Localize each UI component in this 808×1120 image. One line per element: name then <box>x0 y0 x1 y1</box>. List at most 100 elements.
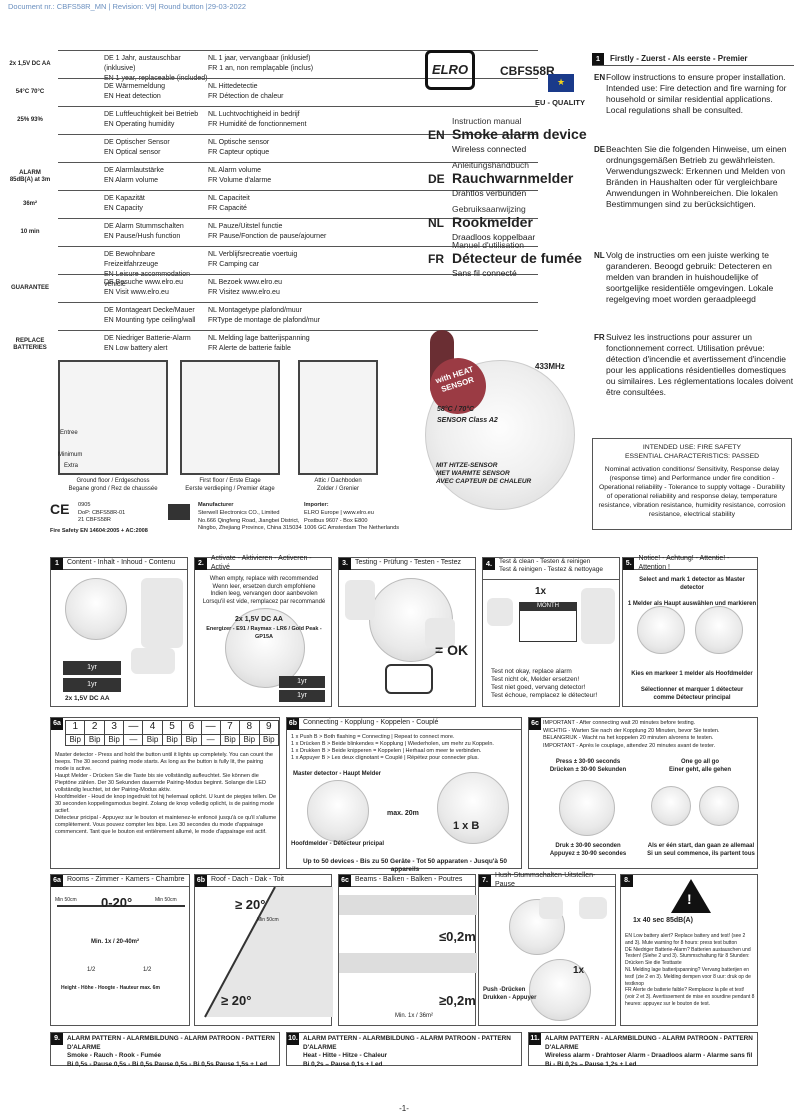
beep-label: Bip <box>142 734 163 746</box>
connecting-lines: 1 x Push B > Both flashing = Connecting … <box>291 734 494 761</box>
alarm-image <box>559 780 615 836</box>
slave-alarm-image <box>695 606 743 654</box>
beep-count: 6 <box>181 720 202 735</box>
roof-angle-bottom: ≥ 20° <box>221 993 252 1008</box>
beams-title: Beams - Balken - Balken - Poutres <box>355 876 463 884</box>
heat-pattern-text: ALARM PATTERN - ALARMBILDUNG - ALARM PAT… <box>303 1035 511 1068</box>
alarm-pattern-heat: 10.ALARM PATTERN - ALARMBILDUNG - ALARM … <box>286 1032 522 1068</box>
spec-icon: ALARM 85dB(A) at 3m <box>9 169 51 184</box>
ce-mark-icon: CE <box>50 501 70 517</box>
hush-press-label: Push -Drücken Drukken - Appuyer <box>483 987 537 1001</box>
heat-sensor-lines: MIT HITZE-SENSOR MET WARMTE SENSOR AVEC … <box>436 462 532 485</box>
press-seconds-2: Druk ± 30-90 seconden Appuyez ± 30-90 se… <box>549 843 627 857</box>
slave-label: Hoofdmelder - Détecteur pricipal <box>291 841 385 847</box>
testing-title: Testing - Prüfung - Testen - Testez <box>355 559 461 567</box>
smoke-pattern-text: ALARM PATTERN - ALARMBILDUNG - ALARM PAT… <box>67 1035 275 1068</box>
activate-title: Activate - Aktivieren - Activeren - Acti… <box>210 554 312 571</box>
test-clean-notes: Test not okay, replace alarm Test nicht … <box>491 668 598 699</box>
half-right: 1/2 <box>143 967 152 973</box>
beep-count: 8 <box>239 720 260 735</box>
sensor-class-label: SENSOR Class A2 <box>437 417 498 424</box>
height-label: Height - Höhe - Hoogte - Hauteur max. 6m <box>61 985 160 991</box>
beep-label: Bip <box>219 734 241 746</box>
ground-floor-plan <box>58 360 168 475</box>
low-battery-text: EN Low battery alert? Replace battery an… <box>625 933 755 1007</box>
roof-diagram <box>204 887 333 1018</box>
spec-icon: 25% 93% <box>17 117 43 124</box>
notice-bottom: Kies en markeer 1 melder als Hoofdmelder… <box>631 671 753 701</box>
beep-label: Bip <box>161 734 183 746</box>
battery-type: 2x 1,5V DC AA <box>65 695 110 702</box>
hush-title: Hush-Stummschalten-Uitstellen-Pause <box>494 871 596 888</box>
spec-icon <box>8 249 52 273</box>
legend-extra: Extra <box>64 463 79 469</box>
alarm-image <box>65 578 127 640</box>
beam-area: Min. 1x / 36m² <box>395 1013 434 1019</box>
beam-top <box>339 895 477 915</box>
hush-once-label: 1x <box>573 965 585 976</box>
document-header: Document nr.: CBFS58R_MN | Revision: V9|… <box>8 2 247 11</box>
ear-icon <box>425 618 455 648</box>
spec-icon: 2x 1,5V DC AA <box>9 61 51 68</box>
ok-label: = OK <box>435 642 469 658</box>
beep-count: 3 <box>103 720 125 735</box>
beep-count: 1 <box>64 720 86 735</box>
beam-distance-small: ≤0,2m <box>439 929 476 944</box>
legend-entree: Entree <box>60 430 78 436</box>
roof-min-distance: Min 50cm <box>257 917 279 923</box>
pairing-text: Master detector - Press and hold the but… <box>55 752 277 835</box>
first-floor-plan <box>180 360 280 475</box>
screws-image <box>131 648 175 674</box>
spec-icon: 54°C 70°C <box>15 89 45 96</box>
battery-1: 1yr <box>279 676 325 688</box>
beep-label: — <box>123 734 144 746</box>
roof-angle-top: ≥ 20° <box>235 897 266 912</box>
page-number: -1- <box>399 1104 409 1113</box>
press-b-label: 1 x B <box>453 820 480 832</box>
beep-count: — <box>123 720 144 735</box>
beep-count: 4 <box>142 720 163 735</box>
distance-label: max. 20m <box>387 810 419 817</box>
intended-use-line2: ESSENTIAL CHARACTERISTICS: PASSED <box>624 453 760 460</box>
min-distance-right: Min 50cm <box>155 897 177 903</box>
eye-icon <box>385 664 433 694</box>
section-6a-number: 6a <box>51 718 63 730</box>
vacuum-cleaner-icon <box>581 588 615 644</box>
intended-use-body: Nominal activation conditions/ Sensitivi… <box>598 466 786 518</box>
importer-body: ELRO Europe | www.elro.eu Postbus 9607 -… <box>304 510 400 531</box>
devices-limit: Up to 50 devices - Bis zu 50 Geräte - To… <box>302 858 508 873</box>
alarm-image <box>651 786 691 826</box>
activate-note: When empty, replace with recommended Wen… <box>202 576 326 605</box>
alarm-pattern-smoke: 9.ALARM PATTERN - ALARMBILDUNG - ALARM P… <box>50 1032 280 1068</box>
section-6c-number: 6c <box>529 718 541 730</box>
spec-icon: 10 min <box>20 229 40 236</box>
first-floor-caption: First floor / Erste Etage Eerste verdiep… <box>185 478 275 492</box>
one-go-all-go: One go all go Einer geht, alle gehen <box>668 759 731 773</box>
beep-label: Bip <box>239 734 260 746</box>
section-hush: 7.Hush-Stummschalten-Uitstellen-Pause Pu… <box>478 871 616 1026</box>
mounting-plate-image <box>141 578 183 648</box>
ground-floor-caption: Ground floor / Erdgeschoss Begane grond … <box>68 478 158 492</box>
